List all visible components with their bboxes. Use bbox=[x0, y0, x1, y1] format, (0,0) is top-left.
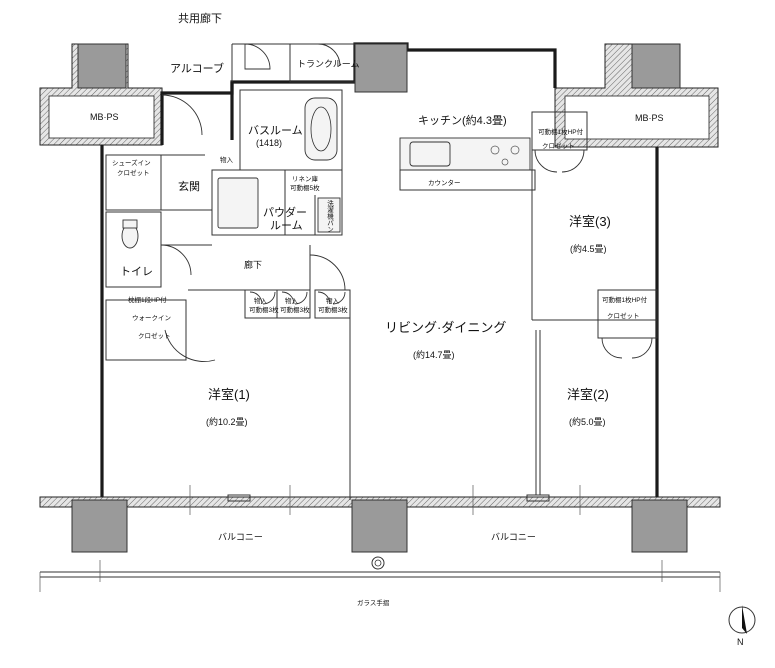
bathtub bbox=[304, 97, 338, 161]
label-room2: 洋室(2) bbox=[567, 387, 609, 402]
label-storage-a-sub: 可動棚3枚 bbox=[249, 305, 279, 314]
label-shoes-closet-2: クロゼット bbox=[117, 168, 150, 177]
pillar-top-center bbox=[354, 43, 408, 93]
label-room1: 洋室(1) bbox=[208, 387, 250, 402]
label-room3-closet: クロゼット bbox=[542, 141, 575, 150]
sash-markers bbox=[189, 485, 581, 515]
label-trunk-room: トランクルーム bbox=[297, 59, 359, 69]
pillar-bottom-center bbox=[351, 499, 408, 553]
doors bbox=[160, 43, 653, 362]
label-room2-closet: クロゼット bbox=[607, 311, 640, 320]
structural-pillars bbox=[71, 43, 688, 553]
label-room3-size: (約4.5畳) bbox=[570, 243, 607, 254]
label-glass-rail: ガラス手摺 bbox=[357, 598, 390, 607]
label-powder-2: ルーム bbox=[270, 219, 303, 232]
pillar-top-right bbox=[631, 43, 681, 89]
label-ldk: リビング·ダイニング bbox=[385, 320, 506, 335]
label-bathroom-size: (1418) bbox=[256, 138, 282, 148]
label-entrance: 玄関 bbox=[178, 179, 200, 193]
label-counter: カウンター bbox=[428, 178, 461, 187]
label-linen-2: 可動棚5枚 bbox=[290, 183, 320, 192]
label-storage-b: 物入 bbox=[285, 296, 299, 305]
label-alcove: アルコーブ bbox=[170, 61, 224, 75]
label-kitchen: キッチン(約4.3畳) bbox=[418, 113, 507, 127]
north-arrow-icon bbox=[728, 605, 756, 634]
label-mbps-left: MB·PS bbox=[90, 112, 119, 122]
label-storage-a: 物入 bbox=[254, 296, 268, 305]
label-powder-1: パウダー bbox=[263, 205, 307, 219]
label-room3-closet-note: 可動棚1枚HP付 bbox=[538, 127, 584, 136]
label-walkin-2: クロゼット bbox=[138, 331, 171, 340]
label-storage-b-sub: 可動棚3枚 bbox=[280, 305, 310, 314]
label-room1-size: (約10.2畳) bbox=[206, 416, 248, 427]
interior-walls bbox=[105, 43, 658, 500]
label-room3: 洋室(3) bbox=[569, 214, 611, 229]
label-linen-1: リネン庫 bbox=[292, 174, 319, 183]
label-toilet: トイレ bbox=[120, 266, 153, 278]
label-room2-closet-note: 可動棚1枚HP付 bbox=[602, 295, 648, 304]
pillar-bottom-left bbox=[71, 499, 128, 553]
drain-icon bbox=[371, 556, 385, 570]
label-balcony-left: バルコニー bbox=[218, 532, 263, 542]
label-common-corridor: 共用廊下 bbox=[178, 11, 222, 25]
label-room2-size: (約5.0畳) bbox=[569, 416, 606, 427]
pillar-bottom-right bbox=[631, 499, 688, 553]
label-ldk-size: (約14.7畳) bbox=[413, 349, 455, 360]
label-north: N bbox=[737, 637, 744, 647]
label-storage-c: 物入 bbox=[326, 296, 340, 305]
label-shoes-closet-1: シューズイン bbox=[112, 158, 151, 167]
label-storage-top: 物入 bbox=[220, 155, 234, 164]
label-balcony-right: バルコニー bbox=[491, 532, 536, 542]
label-walkin-note: 枕棚1段HP付 bbox=[128, 295, 167, 304]
label-walkin-1: ウォークイン bbox=[132, 314, 171, 322]
label-storage-c-sub: 可動棚3枚 bbox=[318, 305, 348, 314]
label-bathroom: バスルーム bbox=[248, 124, 303, 137]
label-hallway: 廊下 bbox=[244, 259, 262, 270]
label-washer: 洗濯機パン bbox=[326, 199, 334, 233]
pillar-top-left bbox=[77, 43, 127, 89]
label-mbps-right: MB·PS bbox=[635, 113, 664, 123]
